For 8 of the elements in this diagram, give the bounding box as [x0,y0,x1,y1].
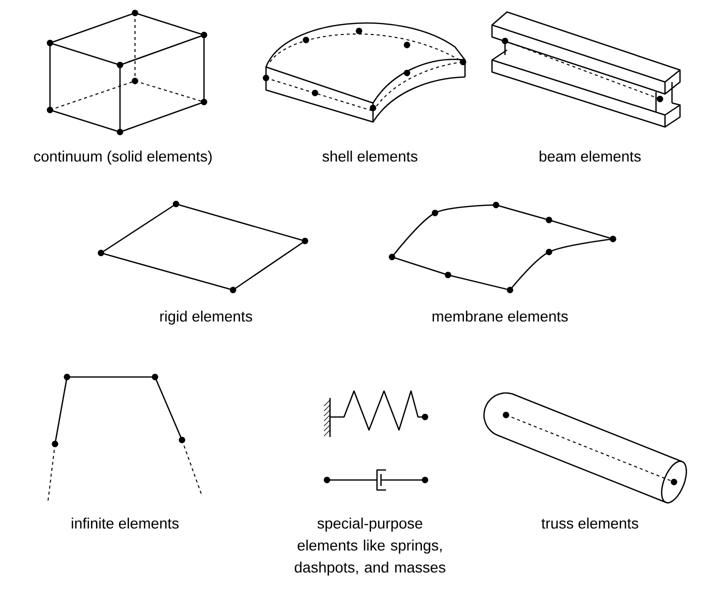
caption: special-purpose elements like springs, dashpots, and masses [294,518,446,576]
caption: infinite elements [72,518,179,529]
caption: rigid elements [160,310,252,325]
caption: continuum (solid elements) [34,150,212,165]
caption: shell elements [322,150,418,162]
caption: beam elements [540,150,641,162]
caption: membrane elements [432,310,568,322]
caption: truss elements [541,518,638,529]
